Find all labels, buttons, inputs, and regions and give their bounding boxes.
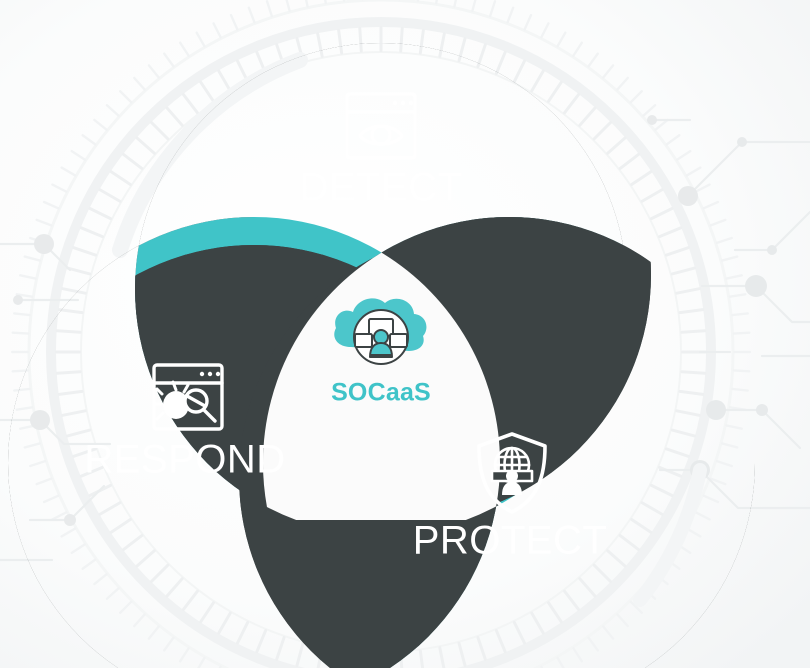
- tick-ring: [55, 26, 707, 668]
- browser-bug-magnifier-icon: [152, 363, 224, 431]
- lobe-label-protect: PROTECT: [413, 519, 608, 563]
- center-label: SOCaaS: [331, 379, 431, 407]
- cloud-soc-monitors-icon: [334, 298, 427, 365]
- shield-globe-user-icon: [477, 432, 547, 514]
- lobe-label-respond: RESPOND: [84, 438, 285, 482]
- lobe-label-detect: DETECT: [300, 166, 463, 210]
- browser-eye-icon: [345, 92, 417, 160]
